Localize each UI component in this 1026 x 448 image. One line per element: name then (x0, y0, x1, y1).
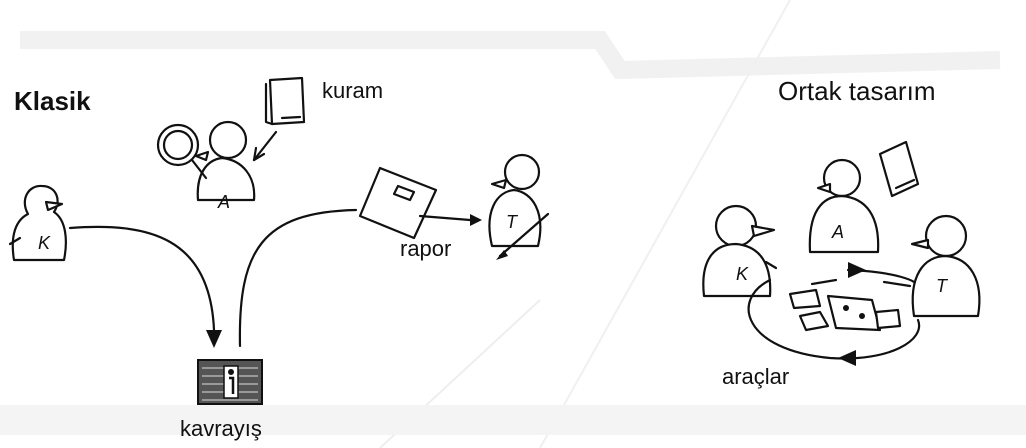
user-figure-classic: K (10, 186, 66, 260)
insight-icon (198, 360, 262, 404)
codesign-book-icon (880, 142, 918, 196)
designer-figure-codesign: T (884, 216, 979, 316)
designer-figure-classic: T (489, 155, 548, 260)
user-letter-classic: K (38, 233, 51, 253)
tools-label: araçlar (722, 364, 789, 389)
codesign-title: Ortak tasarım (778, 76, 935, 106)
researcher-letter-codesign: A (831, 222, 844, 242)
researcher-letter-classic: A (217, 192, 230, 212)
flow-insight-to-report (240, 210, 356, 346)
user-letter-codesign: K (736, 264, 749, 284)
insight-label: kavrayış (180, 416, 262, 441)
researcher-figure-classic: A (158, 122, 254, 212)
flow-user-to-insight (70, 227, 214, 330)
report-document-icon (360, 168, 436, 238)
tools-cluster-icon (790, 280, 900, 330)
theory-book-icon (266, 78, 304, 124)
theory-label: kuram (322, 78, 383, 103)
report-label: rapor (400, 236, 451, 261)
researcher-figure-codesign: A (810, 160, 878, 252)
classic-title: Klasik (14, 86, 91, 116)
arrow-theory-to-researcher (254, 132, 276, 160)
arrow-report-to-designer (420, 216, 470, 220)
